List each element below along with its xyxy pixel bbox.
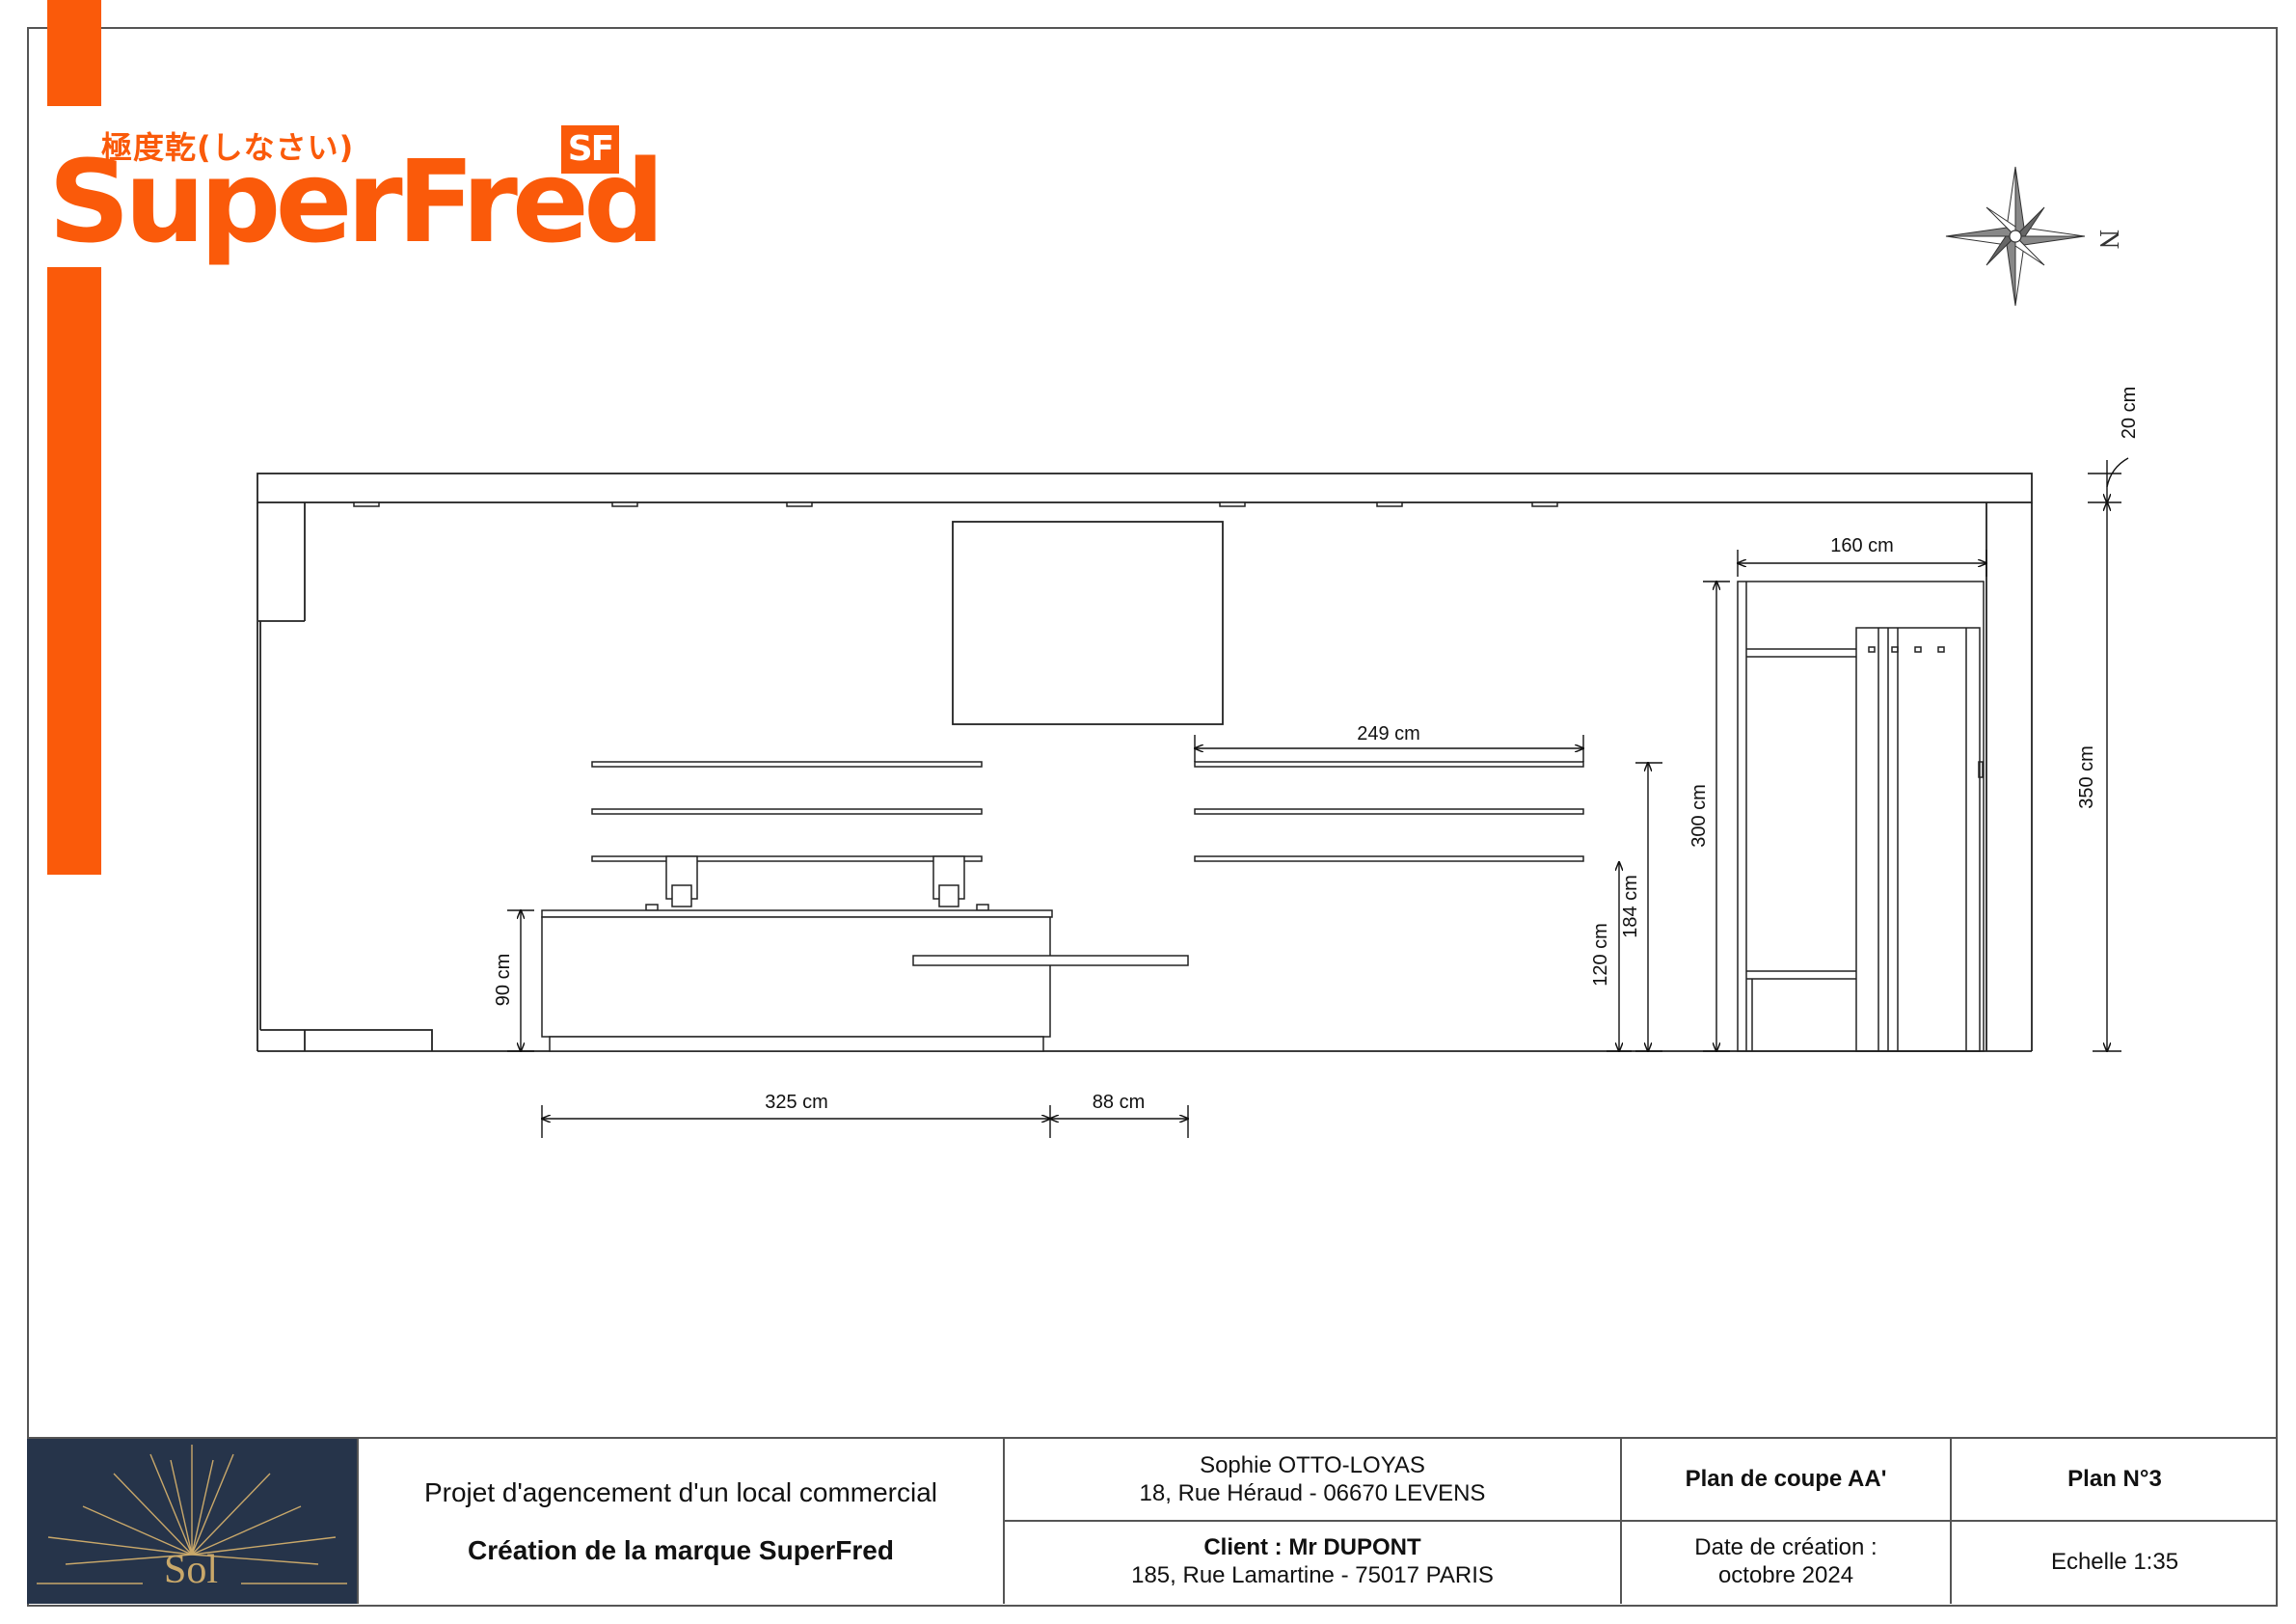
- dim-label-350cm: 350 cm: [2076, 745, 2097, 809]
- designer-address: 18, Rue Héraud - 06670 LEVENS: [1139, 1479, 1486, 1506]
- plan-number: Plan N°3: [2067, 1466, 2162, 1493]
- plan-number-cell: Plan N°3: [1950, 1439, 2278, 1521]
- title-block-divider: [1003, 1520, 2278, 1522]
- left-wall-shelves: [591, 761, 983, 862]
- date-cell: Date de création : octobre 2024: [1620, 1521, 1950, 1604]
- studio-logo-text: Sol: [164, 1548, 219, 1592]
- dim-label-88cm: 88 cm: [1093, 1092, 1145, 1113]
- dim-label-325cm: 325 cm: [765, 1092, 828, 1113]
- dim-label-184cm: 184 cm: [1620, 875, 1641, 938]
- plan-title: Plan de coupe AA': [1685, 1466, 1887, 1493]
- drawing-frame: [27, 27, 2278, 1607]
- scale-cell: Echelle 1:35: [1950, 1521, 2278, 1604]
- dim-leader-20cm: [2106, 457, 2129, 488]
- ceiling-lights: [353, 501, 1558, 507]
- designer-name: Sophie OTTO-LOYAS: [1200, 1451, 1425, 1478]
- compass-rose-icon: [1945, 166, 2086, 307]
- wardrobe-unit: [1737, 581, 1985, 1052]
- title-block: Sol Projet d'agencement d'un local comme…: [27, 1437, 2278, 1604]
- sales-counter: [541, 855, 1189, 1052]
- superfred-logo: 極度乾(しなさい) SuperFred SF: [48, 123, 664, 268]
- wall-screen: [952, 521, 1224, 725]
- dim-label-249cm: 249 cm: [1357, 723, 1420, 744]
- project-brand-line: Création de la marque SuperFred: [468, 1534, 894, 1565]
- project-cell: Projet d'agencement d'un local commercia…: [357, 1439, 1003, 1604]
- client-cell: Client : Mr DUPONT 185, Rue Lamartine - …: [1003, 1521, 1620, 1604]
- client-name: Client : Mr DUPONT: [1203, 1534, 1421, 1561]
- dim-label-90cm: 90 cm: [493, 954, 514, 1006]
- dim-label-160cm: 160 cm: [1830, 535, 1894, 556]
- ceiling-slab: [257, 473, 2033, 503]
- section-drawing: N: [257, 166, 2140, 1138]
- right-wall-shelves: [1194, 761, 1584, 862]
- room-walls: [257, 502, 2033, 1051]
- designer-cell: Sophie OTTO-LOYAS 18, Rue Héraud - 06670…: [1003, 1439, 1620, 1521]
- logo-subtitle: 極度乾(しなさい): [101, 129, 355, 166]
- brand-bar-bottom: [47, 267, 101, 875]
- dim-label-20cm: 20 cm: [2119, 387, 2140, 439]
- date-label: Date de création :: [1694, 1534, 1877, 1561]
- sunburst-icon: [37, 1445, 347, 1584]
- studio-logo-panel: Sol: [27, 1439, 357, 1604]
- client-address: 185, Rue Lamartine - 75017 PARIS: [1131, 1562, 1494, 1588]
- dim-label-120cm: 120 cm: [1590, 923, 1611, 987]
- dim-label-300cm: 300 cm: [1688, 784, 1710, 848]
- project-description: Projet d'agencement d'un local commercia…: [423, 1476, 938, 1507]
- plan-title-cell: Plan de coupe AA': [1620, 1439, 1950, 1521]
- brand-bar-top: [47, 0, 101, 106]
- compass-north-label: N: [2093, 230, 2123, 249]
- logo-badge: SF: [561, 125, 619, 174]
- date-value: octobre 2024: [1717, 1562, 1854, 1588]
- scale-value: Echelle 1:35: [2050, 1548, 2179, 1575]
